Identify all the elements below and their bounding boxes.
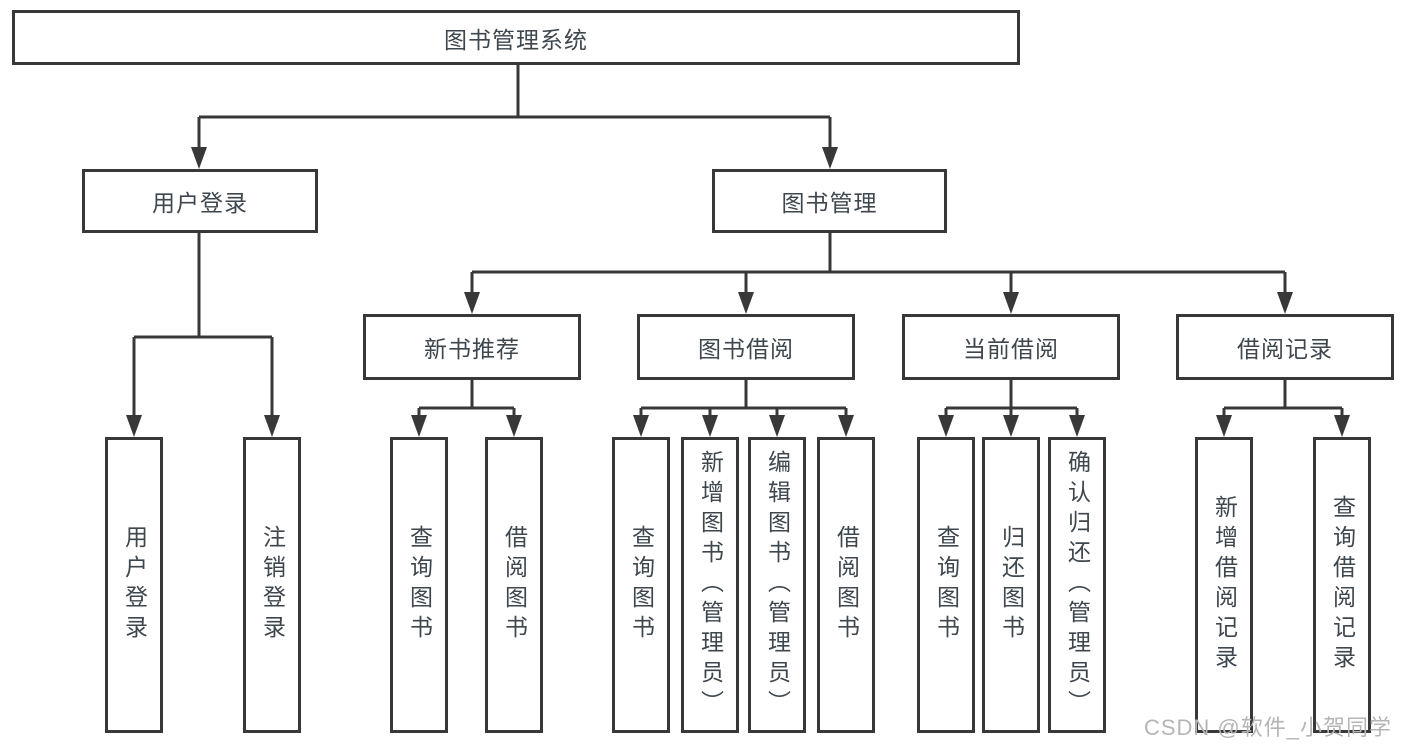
leaf-query-borrow-record: 查询借阅记录 bbox=[1313, 437, 1371, 733]
leaf-label: 注销登录 bbox=[259, 525, 286, 645]
leaf-label: 查询图书 bbox=[933, 525, 960, 645]
node-label: 借阅记录 bbox=[1237, 336, 1333, 362]
leaf-query-books-recommend: 查询图书 bbox=[390, 437, 448, 733]
leaf-label: 新增借阅记录 bbox=[1211, 495, 1238, 675]
node-label: 图书借阅 bbox=[698, 336, 794, 362]
node-label: 新书推荐 bbox=[424, 336, 520, 362]
node-label: 图书管理系统 bbox=[444, 26, 588, 53]
node-book-management: 图书管理 bbox=[712, 169, 947, 233]
connector-arrowheads bbox=[126, 147, 1350, 437]
leaf-edit-books-admin: 编辑图书（管理员） bbox=[748, 437, 806, 733]
node-library-management-system: 图书管理系统 bbox=[12, 10, 1020, 65]
leaf-add-books-admin: 新增图书（管理员） bbox=[681, 437, 739, 733]
node-label: 图书管理 bbox=[781, 190, 878, 216]
leaf-label: 归还图书 bbox=[998, 525, 1025, 645]
leaf-logout: 注销登录 bbox=[243, 437, 301, 733]
leaf-borrow-books-borrowing: 借阅图书 bbox=[817, 437, 875, 733]
node-label: 当前借阅 bbox=[963, 336, 1059, 362]
leaf-return-books: 归还图书 bbox=[982, 437, 1040, 733]
leaf-label: 查询图书 bbox=[406, 525, 433, 645]
leaf-add-borrow-record: 新增借阅记录 bbox=[1195, 437, 1253, 733]
leaf-user-login: 用户登录 bbox=[105, 437, 163, 733]
connector-arrow-shafts bbox=[132, 117, 1344, 420]
watermark: CSDN @软件_小贺同学 bbox=[1143, 715, 1392, 740]
leaf-borrow-books-recommend: 借阅图书 bbox=[485, 437, 543, 733]
node-current-borrowing: 当前借阅 bbox=[902, 314, 1120, 380]
leaf-label: 确认归还（管理员） bbox=[1064, 450, 1091, 720]
leaf-label: 借阅图书 bbox=[833, 525, 860, 645]
node-book-borrowing: 图书借阅 bbox=[637, 314, 855, 380]
leaf-label: 用户登录 bbox=[121, 525, 148, 645]
leaf-label: 查询图书 bbox=[628, 525, 655, 645]
leaf-confirm-return-admin: 确认归还（管理员） bbox=[1048, 437, 1106, 733]
leaf-query-books-current: 查询图书 bbox=[917, 437, 975, 733]
leaf-label: 借阅图书 bbox=[501, 525, 528, 645]
leaf-label: 编辑图书（管理员） bbox=[764, 450, 791, 720]
leaf-query-books-borrowing: 查询图书 bbox=[612, 437, 670, 733]
connector-spines bbox=[134, 65, 1342, 410]
node-new-book-recommend: 新书推荐 bbox=[363, 314, 581, 380]
node-user-login: 用户登录 bbox=[82, 169, 318, 233]
leaf-label: 查询借阅记录 bbox=[1329, 495, 1356, 675]
leaf-label: 新增图书（管理员） bbox=[697, 450, 724, 720]
node-label: 用户登录 bbox=[152, 190, 248, 216]
node-borrowing-records: 借阅记录 bbox=[1176, 314, 1394, 380]
